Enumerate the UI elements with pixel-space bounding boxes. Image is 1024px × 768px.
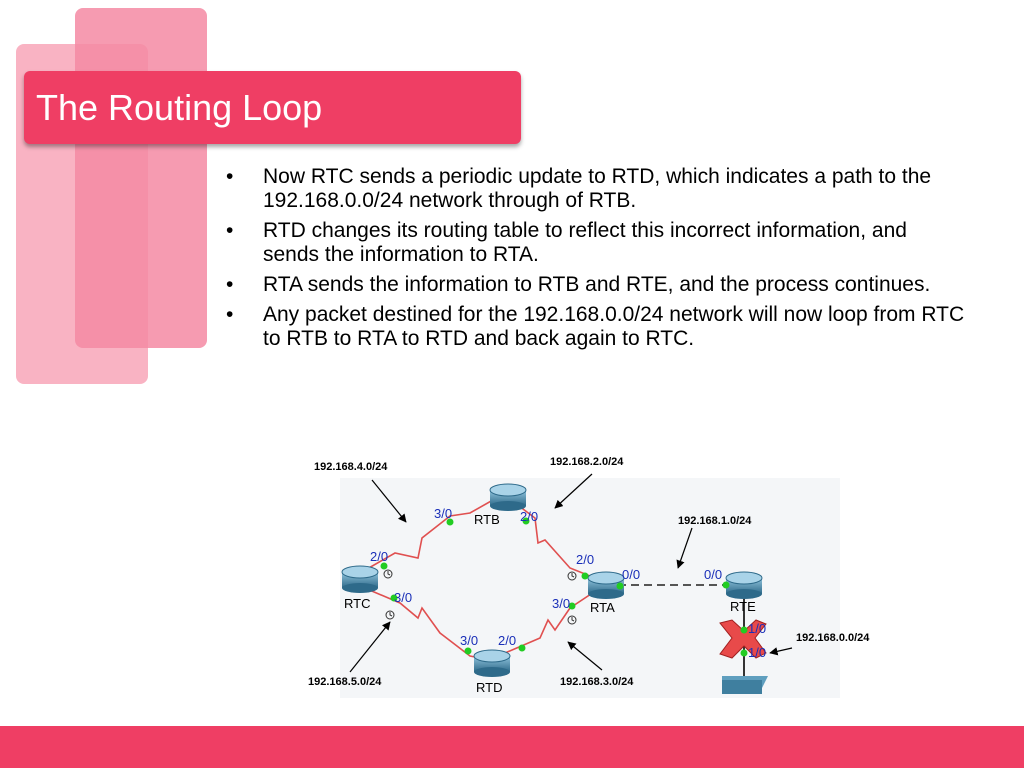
switch-icon: [722, 676, 768, 694]
slide-title: The Routing Loop: [36, 87, 323, 128]
router-label-rta: RTA: [590, 600, 615, 615]
interface-dot: [581, 572, 589, 580]
router-rte-icon: [725, 571, 763, 599]
interface-label-rta-2-0: 2/0: [576, 552, 594, 567]
interface-label-rtc-3-0: 3/0: [394, 590, 412, 605]
pointer-arrow: [554, 473, 593, 509]
pointer-arrow: [371, 479, 407, 523]
interface-dot: [518, 644, 526, 652]
interface-label-rte-1-0: 1/0: [748, 645, 766, 660]
bullet-marker: •: [226, 165, 234, 188]
pointer-arrow: [567, 641, 603, 671]
interface-dot: [522, 517, 530, 525]
clock-icon: [567, 571, 577, 581]
interface-dot: [568, 602, 576, 610]
network-label-192-168-3-0: 192.168.3.0/24: [560, 676, 634, 688]
network-label-192-168-2-0: 192.168.2.0/24: [550, 456, 624, 468]
pointer-arrow: [769, 647, 793, 656]
router-rtb-icon: [489, 483, 527, 511]
network-label-192-168-5-0: 192.168.5.0/24: [308, 676, 382, 688]
interface-dot: [616, 582, 624, 590]
footer-bar: [0, 726, 1024, 768]
clock-icon: [385, 610, 395, 620]
interface-label-rtb-2-0: 2/0: [520, 509, 538, 524]
clock-icon: [567, 615, 577, 625]
router-label-rtd: RTD: [476, 680, 502, 695]
router-rtd-icon: [473, 649, 511, 677]
bullet-marker: •: [226, 273, 234, 296]
bullet-item: • RTA sends the information to RTB and R…: [222, 273, 967, 297]
interface-dot: [380, 562, 388, 570]
network-label-192-168-4-0: 192.168.4.0/24: [314, 461, 388, 473]
interface-label-rta-0-0: 0/0: [622, 567, 640, 582]
router-rta-icon: [587, 571, 625, 599]
interface-dot: [740, 626, 748, 634]
router-label-rtb: RTB: [474, 512, 500, 527]
bullet-text: RTA sends the information to RTB and RTE…: [263, 273, 931, 296]
interface-label-rtd-2-0: 2/0: [498, 633, 516, 648]
title-bar: The Routing Loop: [24, 71, 521, 144]
network-label-192-168-1-0: 192.168.1.0/24: [678, 515, 752, 527]
router-rtc-icon: [341, 565, 379, 593]
bullet-item: • Now RTC sends a periodic update to RTD…: [222, 165, 967, 213]
interface-dot: [390, 594, 398, 602]
network-diagram: 192.168.4.0/24 192.168.2.0/24 192.168.1.…: [308, 456, 870, 698]
interface-dot: [740, 649, 748, 657]
router-label-rtc: RTC: [344, 596, 370, 611]
bullet-text: RTD changes its routing table to reflect…: [263, 219, 907, 266]
bullet-list: • Now RTC sends a periodic update to RTD…: [222, 165, 967, 357]
interface-label-rte-1-0: 1/0: [748, 621, 766, 636]
bullet-text: Any packet destined for the 192.168.0.0/…: [263, 303, 965, 350]
serial-link-rtc-rtd: [359, 585, 491, 661]
interface-label-rta-3-0: 3/0: [552, 596, 570, 611]
bullet-marker: •: [226, 303, 234, 326]
network-label-192-168-0-0: 192.168.0.0/24: [796, 632, 870, 644]
bullet-item: • Any packet destined for the 192.168.0.…: [222, 303, 967, 351]
interface-dot: [464, 647, 472, 655]
serial-link-rtb-rta: [514, 502, 601, 581]
interface-dot: [722, 581, 730, 589]
interface-label-rtd-3-0: 3/0: [460, 633, 478, 648]
interface-dot: [446, 518, 454, 526]
interface-label-rte-0-0: 0/0: [704, 567, 722, 582]
pointer-arrow: [676, 527, 693, 569]
bullet-text: Now RTC sends a periodic update to RTD, …: [263, 165, 932, 212]
interface-label-rtb-3-0: 3/0: [434, 506, 452, 521]
interface-label-rtc-2-0: 2/0: [370, 549, 388, 564]
bullet-marker: •: [226, 219, 234, 242]
decorative-panel-front: [75, 8, 207, 348]
serial-link-rtc-rtb: [359, 495, 501, 574]
clock-icon: [383, 569, 393, 579]
pointer-arrow: [349, 621, 391, 673]
bullet-item: • RTD changes its routing table to refle…: [222, 219, 967, 267]
router-label-rte: RTE: [730, 599, 756, 614]
